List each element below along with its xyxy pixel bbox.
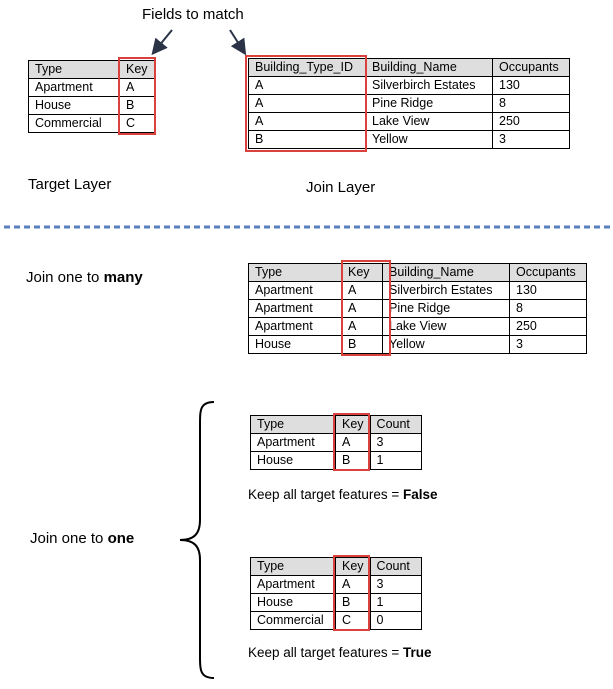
cell: 3 xyxy=(369,575,422,594)
cell: A xyxy=(341,317,383,336)
header-cell: Building_Name xyxy=(382,263,510,282)
header-cell: Type xyxy=(28,60,120,79)
fields-to-match-label: Fields to match xyxy=(142,6,244,23)
header-cell: Type xyxy=(250,557,336,576)
cell: B xyxy=(119,96,155,115)
header-cell: Type xyxy=(248,263,342,282)
cell: Apartment xyxy=(248,317,342,336)
cell: Silverbirch Estates xyxy=(365,76,493,95)
cell: C xyxy=(119,114,155,133)
target-layer-caption: Target Layer xyxy=(28,176,112,193)
header-cell: Count xyxy=(369,415,422,434)
note-value: True xyxy=(402,645,432,660)
join-one-to-one-label: Join one to one xyxy=(30,530,134,547)
label-bold: many xyxy=(103,269,143,286)
cell: 1 xyxy=(369,593,422,612)
join-layer-caption: Join Layer xyxy=(306,179,376,196)
header-cell: Key xyxy=(341,263,383,282)
cell: A xyxy=(248,76,366,95)
cell: 3 xyxy=(369,433,422,452)
one-to-many-result-table: Type Key Building_Name Occupants Apartme… xyxy=(248,263,587,354)
header-cell: Building_Name xyxy=(365,58,493,77)
arrow-to-building-type-id xyxy=(229,29,247,56)
header-cell: Building_Type_ID xyxy=(248,58,366,77)
join-layer-table: Building_Type_ID Building_Name Occupants… xyxy=(248,58,570,149)
header-cell: Type xyxy=(250,415,336,434)
cell: House xyxy=(250,451,336,470)
curly-brace xyxy=(179,401,215,679)
cell: 8 xyxy=(509,299,587,318)
cell: A xyxy=(335,575,371,594)
note-prefix: Keep all target features = xyxy=(248,645,403,660)
header-cell: Key xyxy=(119,60,155,79)
cell: Commercial xyxy=(250,611,336,630)
header-cell: Occupants xyxy=(509,263,587,282)
cell: A xyxy=(335,433,371,452)
cell: Apartment xyxy=(248,299,342,318)
note-value: False xyxy=(402,487,438,502)
cell: 130 xyxy=(509,281,587,300)
cell: 130 xyxy=(492,76,570,95)
cell: Pine Ridge xyxy=(382,299,510,318)
cell: House xyxy=(250,593,336,612)
cell: 8 xyxy=(492,94,570,113)
cell: Lake View xyxy=(382,317,510,336)
arrow-to-key xyxy=(151,29,173,56)
cell: Yellow xyxy=(382,335,510,354)
cell: Yellow xyxy=(365,130,493,149)
keep-target-true-note: Keep all target features = True xyxy=(248,645,432,660)
cell: 3 xyxy=(509,335,587,354)
label-bold: one xyxy=(107,530,135,547)
header-cell: Occupants xyxy=(492,58,570,77)
cell: B xyxy=(341,335,383,354)
cell: Pine Ridge xyxy=(365,94,493,113)
cell: Lake View xyxy=(365,112,493,131)
cell: A xyxy=(248,94,366,113)
label-prefix: Join one to xyxy=(26,269,104,286)
cell: Apartment xyxy=(250,433,336,452)
cell: A xyxy=(119,78,155,97)
header-cell: Key xyxy=(335,415,371,434)
cell: Commercial xyxy=(28,114,120,133)
cell: B xyxy=(335,593,371,612)
cell: 3 xyxy=(492,130,570,149)
cell: C xyxy=(335,611,371,630)
cell: 250 xyxy=(492,112,570,131)
cell: 1 xyxy=(369,451,422,470)
cell: 250 xyxy=(509,317,587,336)
cell: Apartment xyxy=(28,78,120,97)
header-cell: Count xyxy=(369,557,422,576)
note-prefix: Keep all target features = xyxy=(248,487,403,502)
cell: Silverbirch Estates xyxy=(382,281,510,300)
join-one-to-many-label: Join one to many xyxy=(26,269,143,286)
cell: A xyxy=(341,281,383,300)
cell: B xyxy=(335,451,371,470)
header-cell: Key xyxy=(335,557,371,576)
cell: A xyxy=(341,299,383,318)
cell: Apartment xyxy=(250,575,336,594)
label-prefix: Join one to xyxy=(30,530,108,547)
cell: House xyxy=(248,335,342,354)
cell: 0 xyxy=(369,611,422,630)
cell: A xyxy=(248,112,366,131)
cell: Apartment xyxy=(248,281,342,300)
cell: House xyxy=(28,96,120,115)
cell: B xyxy=(248,130,366,149)
keep-target-false-note: Keep all target features = False xyxy=(248,487,438,502)
